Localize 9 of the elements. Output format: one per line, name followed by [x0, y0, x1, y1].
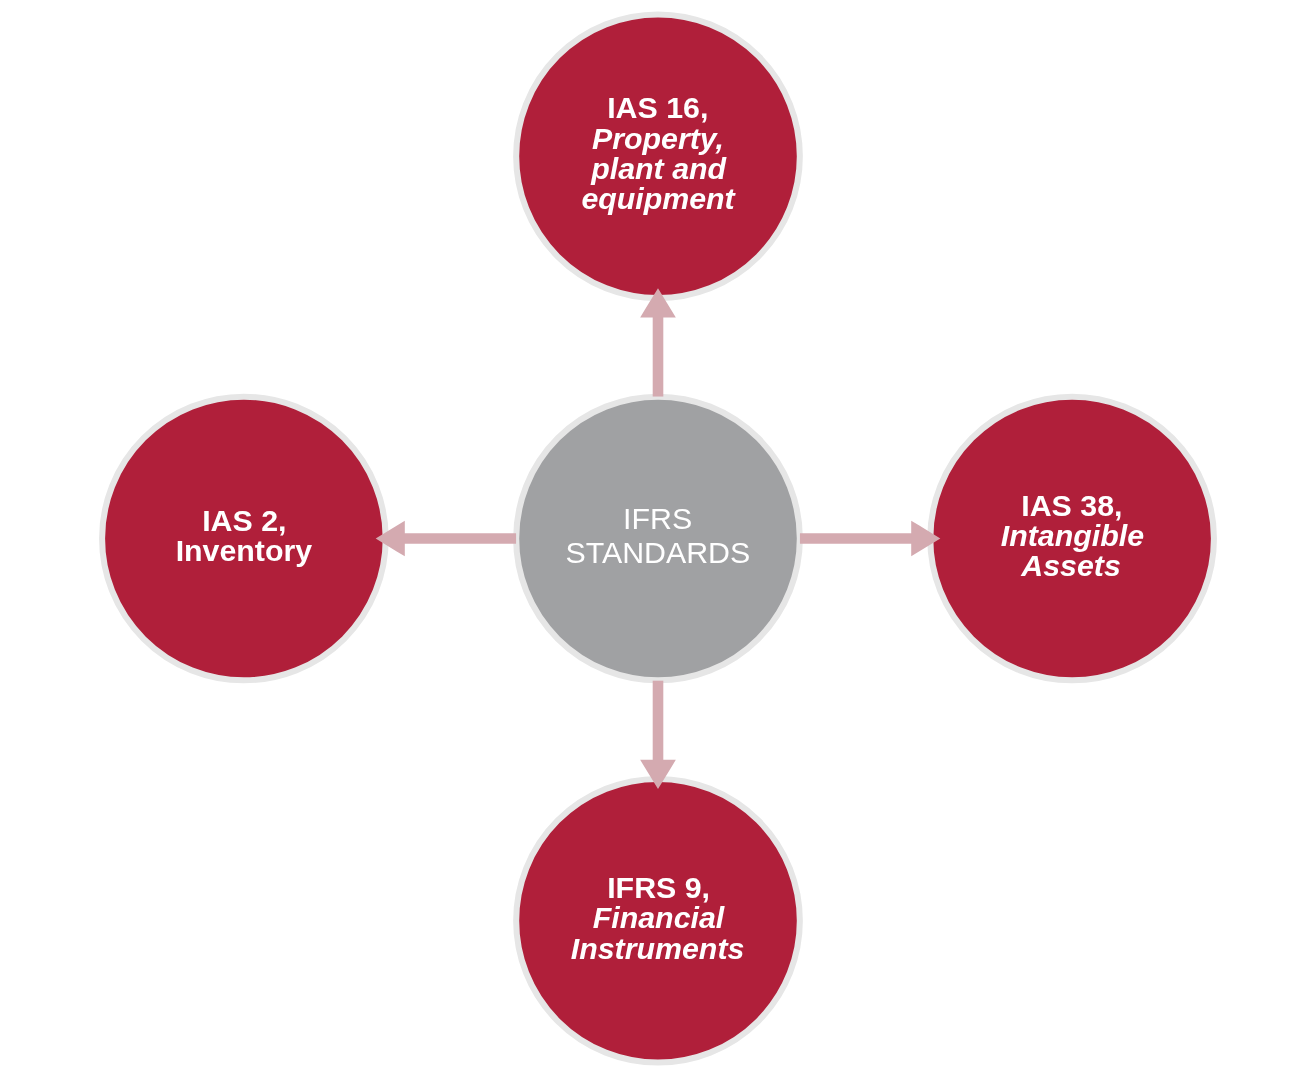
node-circle: IAS 16, Property, plant and equipment — [512, 11, 803, 302]
node-circle: IFRS 9, Financial Instruments — [512, 775, 803, 1066]
arrow — [799, 520, 940, 557]
node-circle: IAS 38, Intangible Assets — [926, 393, 1217, 684]
arrow — [639, 288, 676, 397]
node-circle: IFRS STANDARDS — [512, 393, 803, 684]
arrow — [639, 680, 676, 789]
arrow — [375, 520, 516, 557]
node-circle: IAS 2, Inventory — [98, 393, 389, 684]
